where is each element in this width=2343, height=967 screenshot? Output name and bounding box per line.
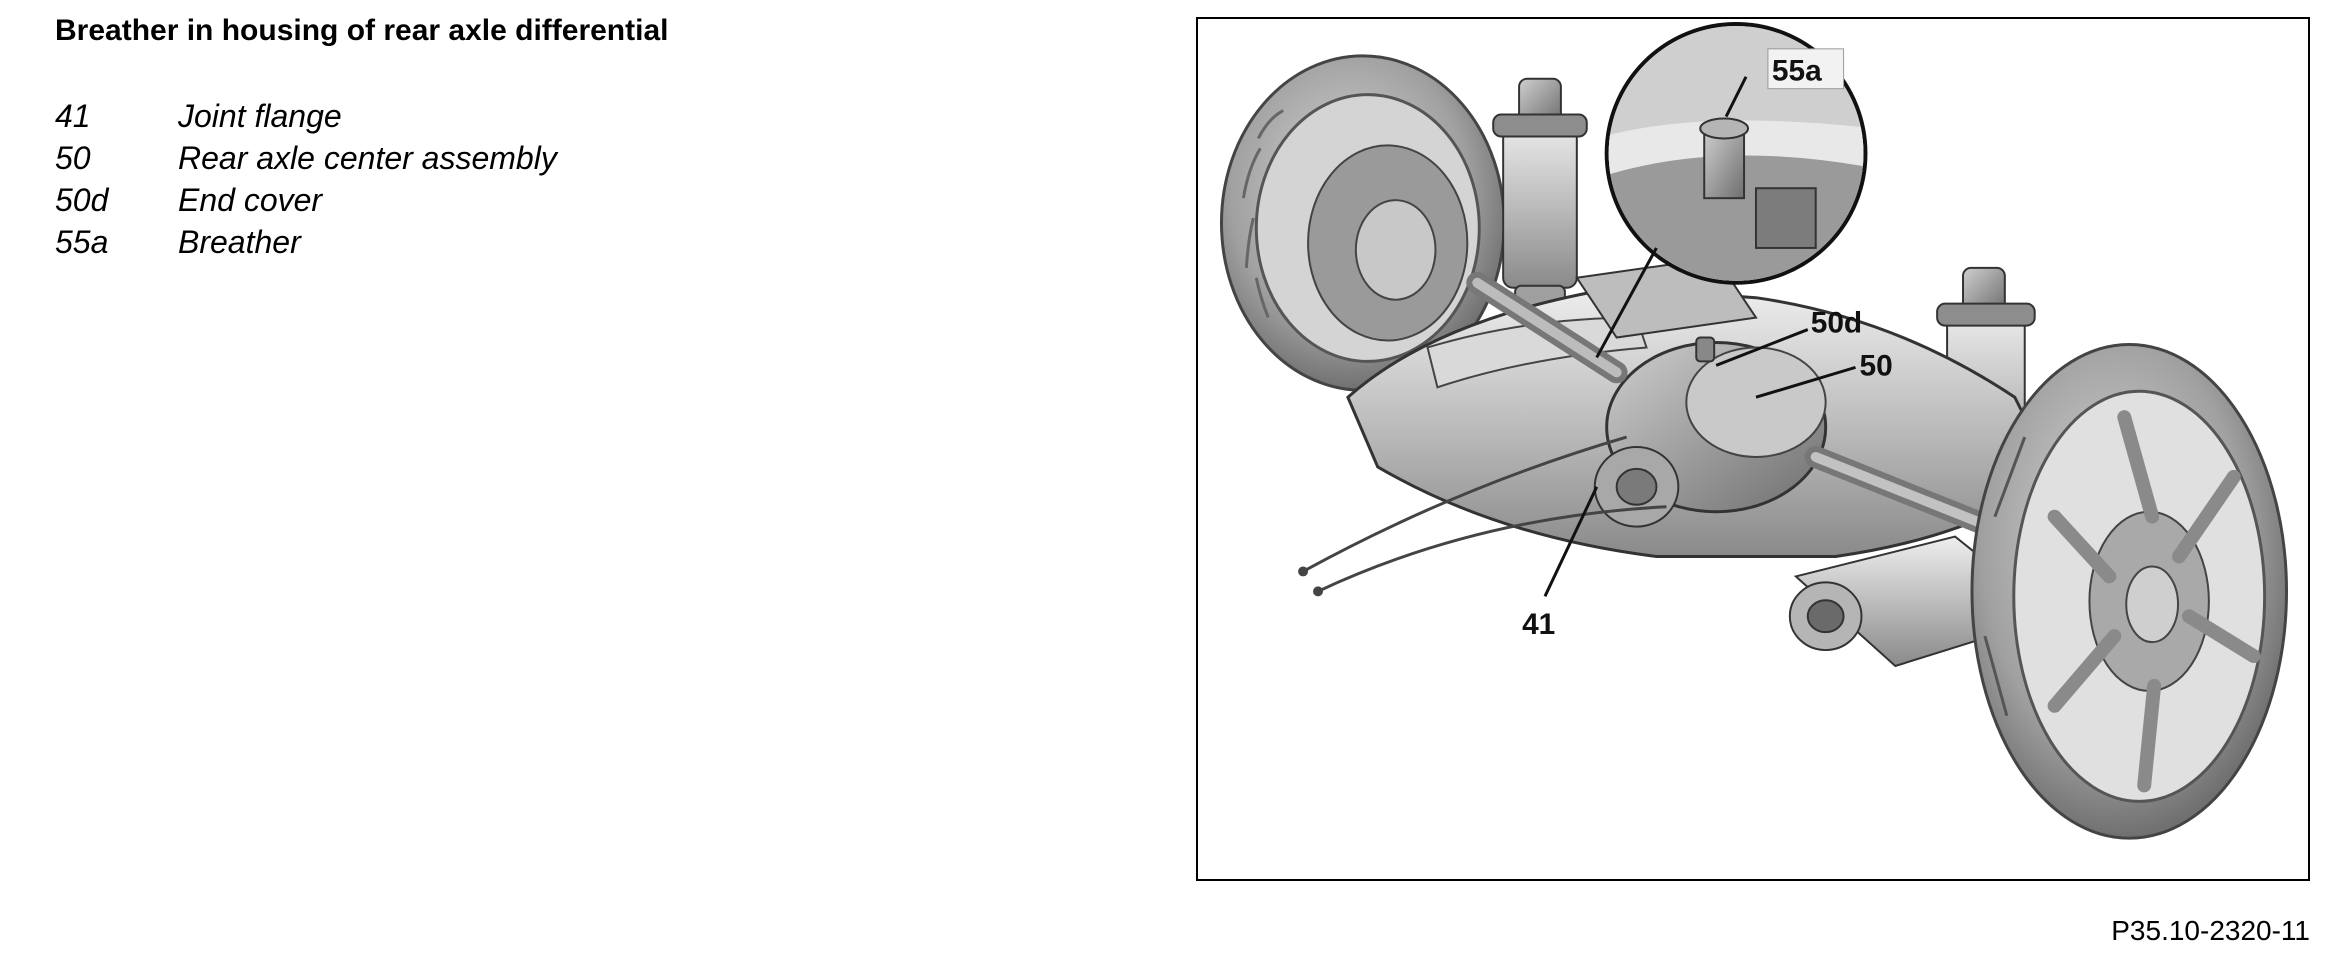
axle-illustration-frame: 55a 50d 50 41 xyxy=(1196,17,2310,881)
legend-item: 50d End cover xyxy=(55,179,557,221)
inset-leader-line xyxy=(1595,247,1658,359)
legend-label: Breather xyxy=(178,223,301,260)
callout-41-label: 41 xyxy=(1522,608,1555,641)
differential-housing xyxy=(1593,336,1828,528)
figure-reference-code: P35.10-2320-11 xyxy=(2111,915,2310,946)
legend-number: 50 xyxy=(55,139,91,176)
left-wheel xyxy=(1219,54,1506,392)
legend-number: 50d xyxy=(55,181,109,218)
callout-50d-label: 50d xyxy=(1811,307,1862,340)
callout-41-line xyxy=(1543,486,1599,597)
legend-label: Rear axle center assembly xyxy=(178,139,557,176)
legend-number: 55a xyxy=(55,223,109,260)
callout-50d-line xyxy=(1715,328,1809,367)
legend-number: 41 xyxy=(55,97,91,134)
callout-50-label: 50 xyxy=(1860,349,1893,382)
legend-item: 50 Rear axle center assembly xyxy=(55,137,557,179)
legend-item: 55a Breather xyxy=(55,221,557,263)
legend-label: End cover xyxy=(178,181,323,218)
rear-axle-illustration: 55a 50d 50 41 xyxy=(1219,21,2289,840)
breather-detail-inset xyxy=(1604,21,1868,285)
callout-55a-label: 55a xyxy=(1772,55,1822,88)
document-title: Breather in housing of rear axle differe… xyxy=(55,14,669,47)
brake-cables xyxy=(1298,435,1667,597)
left-strut xyxy=(1492,77,1588,327)
legend-label: Joint flange xyxy=(178,97,342,134)
legend-item: 41 Joint flange xyxy=(55,95,557,137)
right-wheel xyxy=(1970,342,2289,840)
legend-list: 41 Joint flange 50 Rear axle center asse… xyxy=(55,95,557,263)
callout-50-line xyxy=(1755,365,1856,399)
